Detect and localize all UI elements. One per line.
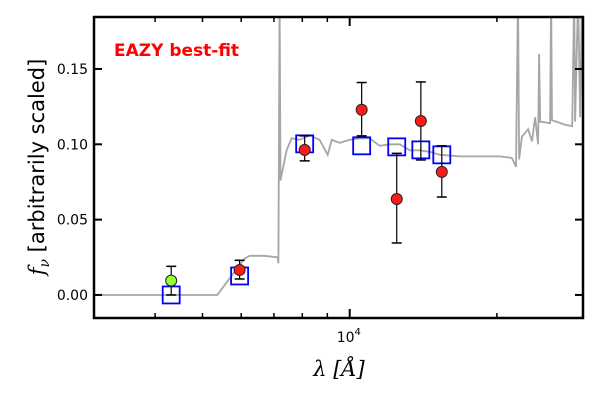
observed-marker <box>414 114 427 127</box>
observed-point <box>435 145 448 198</box>
observed-point <box>390 152 403 244</box>
x-tick-label-base: 10 <box>337 330 355 346</box>
y-axis-label: fν [arbitrarily scaled] <box>25 59 53 278</box>
observed-point <box>414 81 427 161</box>
observed-point <box>165 265 178 296</box>
y-tick-label: 0.05 <box>57 213 88 229</box>
plot-frame <box>92 15 585 320</box>
observed-point <box>355 81 368 137</box>
y-axis-label-sub: ν <box>37 259 53 268</box>
x-tick-label-exponent: 4 <box>355 327 361 338</box>
x-tick-label: 104 <box>337 327 361 346</box>
y-tick-label: 0.15 <box>57 62 88 78</box>
model-photometry-square <box>352 136 372 156</box>
observed-marker <box>355 103 368 116</box>
observed-marker <box>233 263 246 276</box>
observed-marker <box>165 274 178 287</box>
y-axis-label-text: [arbitrarily scaled] <box>25 59 49 259</box>
y-tick-label: 0.00 <box>57 288 88 304</box>
observed-point <box>233 259 246 280</box>
observed-point <box>298 135 311 162</box>
model-spectrum-line <box>94 17 583 296</box>
y-tick-label: 0.10 <box>57 137 88 153</box>
fit-annotation: EAZY best-fit <box>114 41 239 61</box>
observed-marker <box>390 192 403 205</box>
observed-marker <box>298 143 311 156</box>
y-axis-label-symbol: f <box>25 264 49 277</box>
x-axis-label: λ [Å] <box>312 356 365 381</box>
observed-marker <box>435 165 448 178</box>
